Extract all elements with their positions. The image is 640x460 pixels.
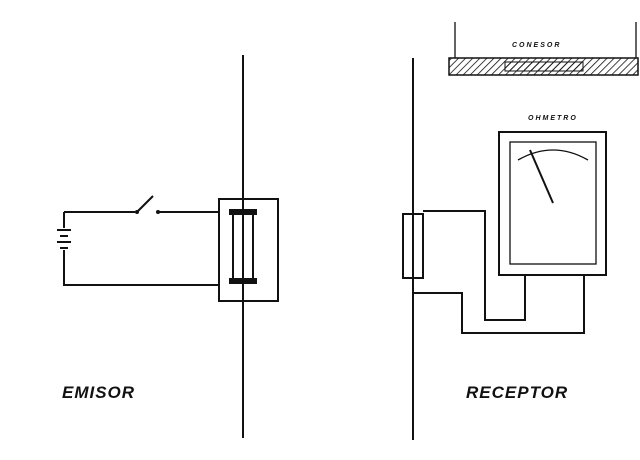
ohmetro-label: OHMETRO [528,115,578,122]
conesor-label: CONESOR [512,42,561,49]
battery-symbol [57,212,71,268]
switch-symbol [135,195,160,214]
ohmmeter [498,131,607,276]
emisor-bottom-wire [63,268,220,286]
receptor-top-wire [423,210,526,321]
receptor-element [402,213,424,279]
receptor-label: RECEPTOR [466,383,568,402]
emisor-label: EMISOR [62,383,135,402]
emitter-coil [218,198,279,302]
conesor-device [448,22,639,76]
receptor-bottom-wire [413,275,585,334]
